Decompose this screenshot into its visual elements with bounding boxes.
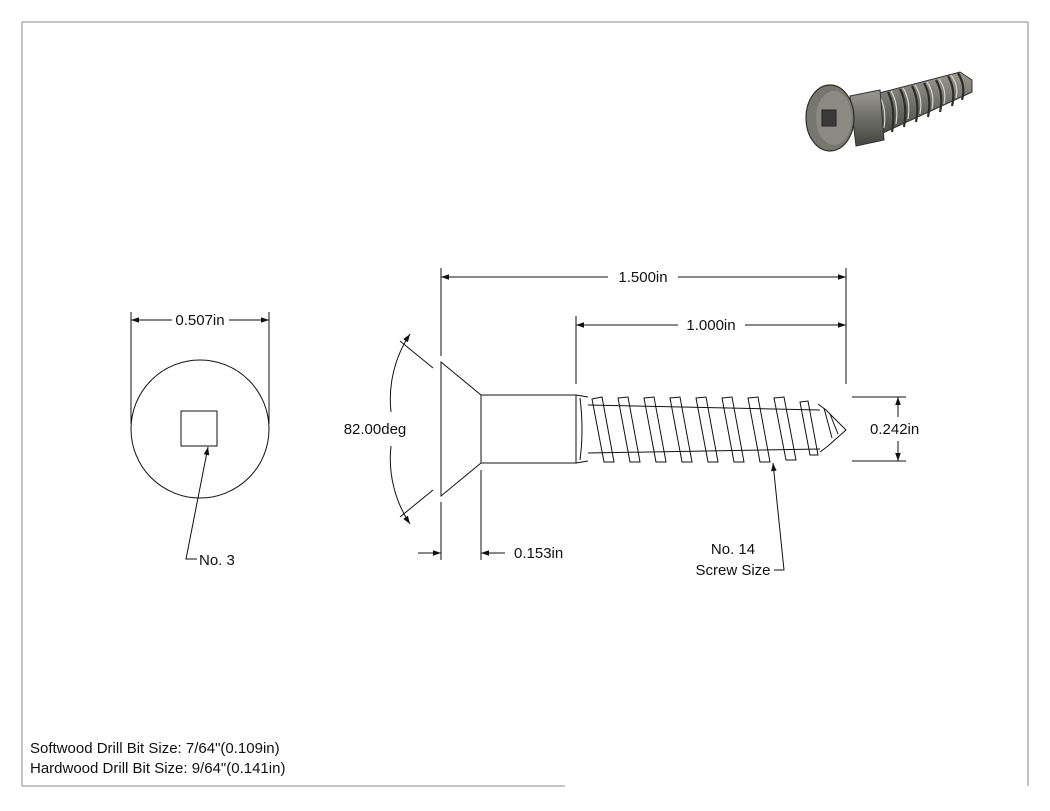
screw-size-label-line1: No. 14	[711, 541, 755, 558]
screw-3d-render	[805, 71, 973, 152]
overall-length-label: 1.500in	[618, 269, 667, 286]
hardwood-note: Hardwood Drill Bit Size: 9/64"(0.141in)	[30, 759, 286, 777]
head-height-label: 0.153in	[514, 545, 563, 562]
drive-size-label: No. 3	[199, 552, 235, 569]
drive-leader	[185, 446, 210, 560]
screw-shank	[481, 394, 577, 464]
screw-head-profile	[440, 360, 482, 498]
screw-tip	[817, 403, 847, 453]
sheet-border	[21, 21, 1029, 787]
head-angle-arc-top	[389, 333, 411, 413]
softwood-note: Softwood Drill Bit Size: 7/64"(0.109in)	[30, 740, 280, 757]
head-top-view	[130, 312, 270, 560]
thread-length-label: 1.000in	[686, 317, 735, 334]
head-circle	[130, 359, 270, 499]
drill-bit-notes: Softwood Drill Bit Size: 7/64"(0.109in) …	[30, 739, 285, 778]
square-drive-recess	[180, 410, 218, 447]
screw-size-label-line2: Screw Size	[695, 562, 770, 579]
head-angle-label: 82.00deg	[344, 421, 407, 438]
thread-crests	[591, 396, 819, 463]
screw-side-view	[389, 268, 906, 571]
head-diameter-label: 0.507in	[175, 312, 224, 329]
major-diameter-label: 0.242in	[870, 421, 919, 438]
screw-size-leader	[771, 462, 785, 571]
render-drive-recess	[821, 109, 837, 127]
head-angle-arc-bottom	[389, 445, 411, 525]
